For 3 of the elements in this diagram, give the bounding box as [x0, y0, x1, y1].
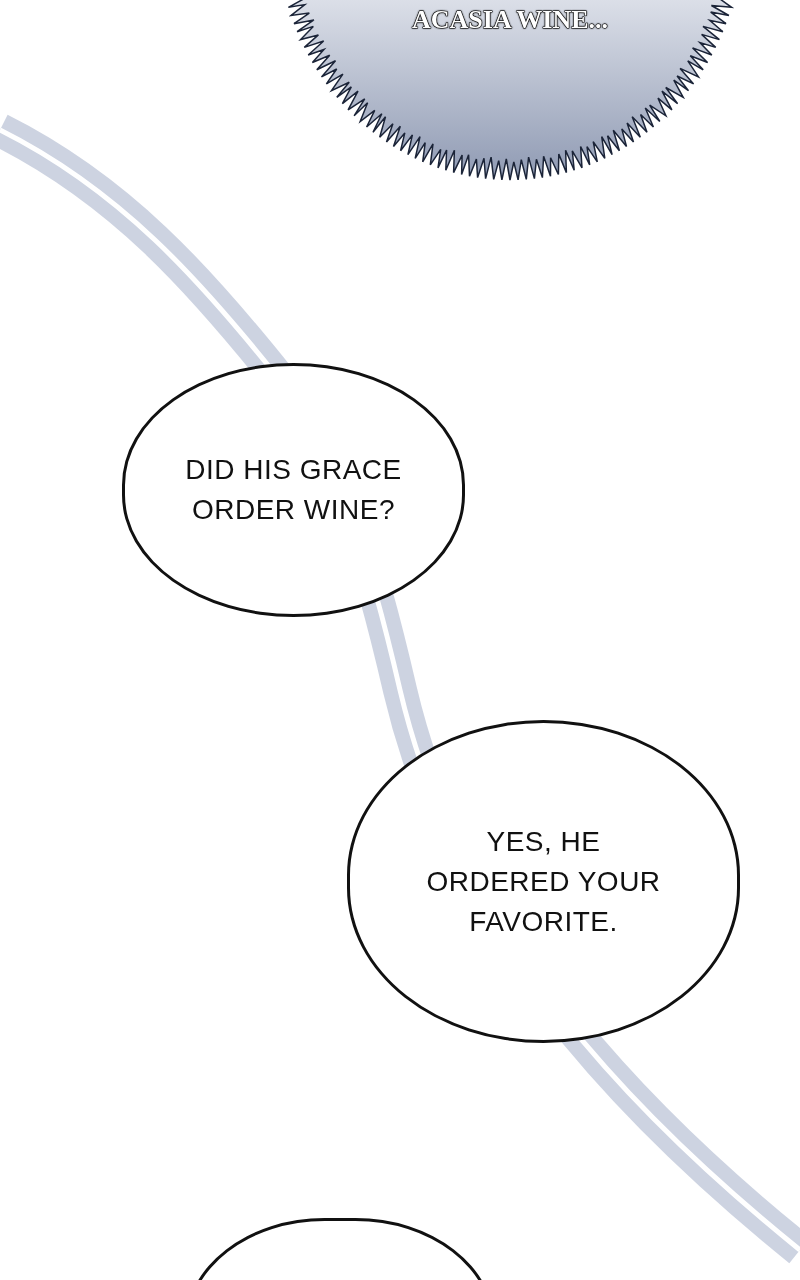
speech-text: YES, HE ORDERED YOUR FAVORITE. — [425, 824, 662, 939]
thought-text: ACASIA WINE... — [411, 5, 609, 35]
speech-text: DID HIS GRACE ORDER WINE? — [185, 453, 402, 527]
